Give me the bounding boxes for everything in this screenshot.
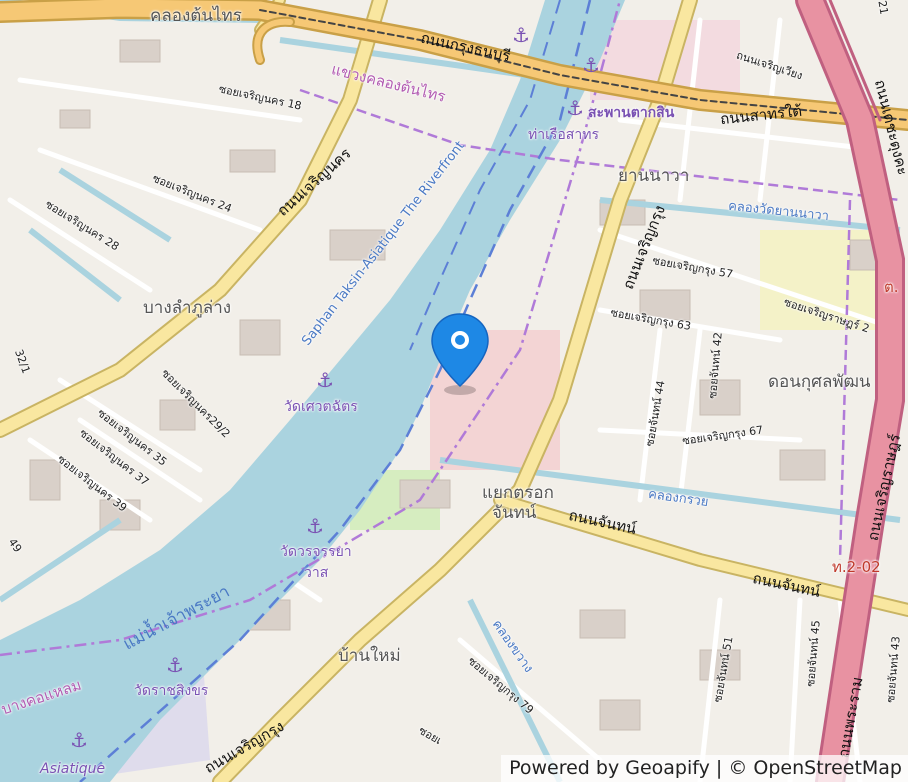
pier-label-worachanyawat-2: วาส [304,565,329,581]
pier-anchor-icon[interactable]: ⚓ [512,23,530,47]
expressway [795,0,905,782]
district-boundary-3 [838,199,852,561]
sathorn-bridge-road [0,0,908,131]
canal-label-khlong-ton-sai: คลองต้นไทร [150,6,242,26]
pier-anchor-icon[interactable]: ⚓ [306,514,324,538]
pier-anchor-icon[interactable]: ⚓ [566,96,584,120]
pier-label-sathorn: ท่าเรือสาทร [528,127,599,143]
map-attribution: Powered by Geoapify | © OpenStreetMap [501,755,908,782]
pier-label-saphan-taksin: สะพานตากสิน [588,105,675,121]
attribution-prefix: Powered by [509,757,620,779]
area-label-yaek-tok-2: จันทน์ [492,503,537,523]
chao-phraya-river [0,0,625,782]
road-code-label: ท.2-02 [832,558,881,576]
soi-label-21: 21 [875,0,891,16]
minor-streets [7,17,903,782]
area-label-yaek-tok: แยกตรอก [482,483,554,503]
pier-label-asiatique: Asiatique [40,761,106,777]
pier-anchor-icon[interactable]: ⚓ [582,53,600,77]
area-label-yan-nawa: ยานนาวา [618,166,690,186]
pier-label-worachanyawat: วัดวรจรรยา [280,544,352,560]
attribution-osm-link[interactable]: © OpenStreetMap [728,757,902,779]
district-boundary [299,88,901,202]
district-boundary-2 [0,0,622,657]
map-pin-icon[interactable] [430,312,490,396]
corner-red-label: ต. [884,278,899,296]
area-label-bang-lamphu-lang: บางลำภูล่าง [143,298,232,318]
pier-anchor-icon[interactable]: ⚓ [316,368,334,392]
building-blocks [29,39,891,731]
pier-anchor-icon[interactable]: ⚓ [70,728,88,752]
pier-label-rajsingkorn: วัดราชสิงขร [134,683,209,699]
pier-label-wat-thawet: วัดเศวตฉัตร [284,399,358,415]
pier-anchor-icon[interactable]: ⚓ [166,653,184,677]
area-label-don-kruai: ดอนกุศลพัฒน [768,372,871,392]
ferry-route [79,0,592,782]
attribution-provider-link[interactable]: Geoapify [625,757,710,779]
attribution-separator: | [715,757,723,779]
area-label-ban-mai: บ้านใหม่ [338,646,401,666]
